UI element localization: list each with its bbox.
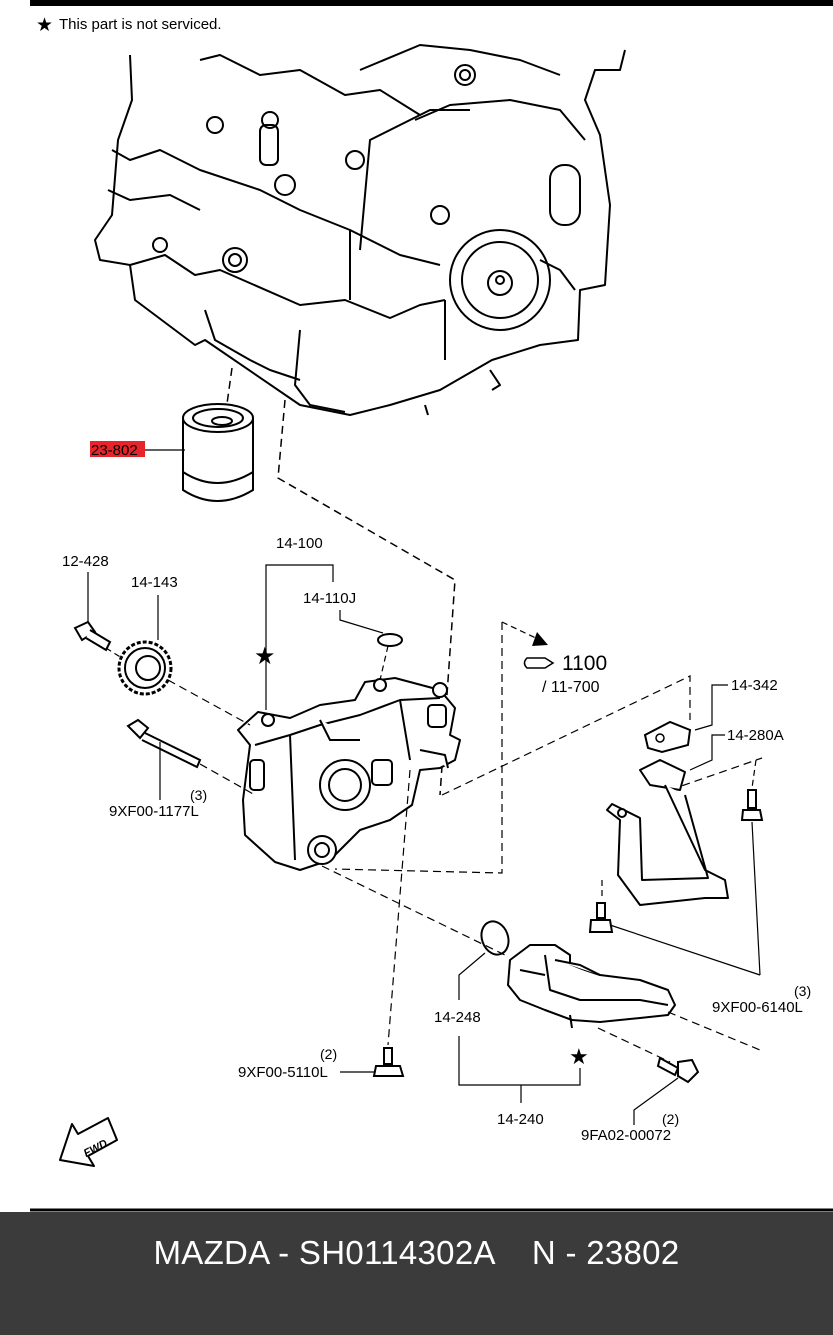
strainer-bolt-illustration bbox=[656, 1056, 700, 1084]
note-text: This part is not serviced. bbox=[59, 16, 222, 33]
oil-filter-illustration bbox=[182, 403, 254, 502]
pump-bolt-lower-illustration bbox=[372, 1047, 405, 1077]
ref-arrow-icon bbox=[532, 632, 548, 646]
ref-pointer-icon bbox=[523, 657, 555, 669]
strainer-bolt-callout[interactable]: 9FA02-00072 bbox=[581, 1127, 671, 1144]
oil-filter-callout[interactable]: 23-802 bbox=[91, 442, 138, 459]
strainer-callout[interactable]: 14-240 bbox=[497, 1111, 544, 1128]
long-bolt-callout[interactable]: 9XF00-1177L bbox=[109, 803, 199, 820]
footer-part-number: SH0114302A bbox=[298, 1234, 494, 1271]
pipe-bolt-qty: (3) bbox=[794, 983, 811, 999]
footer-bar: MAZDA - SH0114302A N - 23802 bbox=[0, 1212, 833, 1335]
strainer-bolt-qty: (2) bbox=[662, 1111, 679, 1127]
oil-filter-callout-highlight bbox=[90, 441, 145, 457]
footer-caption: MAZDA - SH0114302A N - 23802 bbox=[153, 1234, 680, 1271]
top-border bbox=[30, 0, 833, 6]
sprocket-callout[interactable]: 14-143 bbox=[131, 574, 178, 591]
pump-o-ring-illustration bbox=[377, 633, 403, 647]
gasket-14342-illustration bbox=[643, 720, 692, 754]
strainer-star-icon: ★ bbox=[569, 1044, 589, 1069]
pump-o-ring-callout[interactable]: 14-110J bbox=[303, 590, 356, 607]
ref-11700-label[interactable]: / 11-700 bbox=[542, 679, 600, 696]
sprocket-illustration bbox=[117, 640, 173, 696]
gasket-14280a-callout[interactable]: 14-280A bbox=[727, 727, 784, 744]
strainer-o-ring-illustration bbox=[480, 920, 510, 956]
pump-bolt-lower-callout[interactable]: 9XF00-5110L bbox=[238, 1064, 328, 1081]
fwd-arrow-icon: FWD bbox=[59, 1117, 118, 1167]
ref-1100-label[interactable]: 1100 bbox=[562, 652, 607, 675]
strainer-o-ring-callout[interactable]: 14-248 bbox=[434, 1009, 481, 1026]
footer-ref: N - 23802 bbox=[531, 1234, 680, 1271]
long-bolt-qty: (3) bbox=[190, 787, 207, 803]
engine-block-illustration bbox=[94, 44, 626, 416]
note-star-icon: ★ bbox=[36, 15, 53, 36]
oil-pipe-illustration bbox=[606, 759, 729, 906]
gasket-14342-callout[interactable]: 14-342 bbox=[731, 677, 778, 694]
bolt-12428-callout[interactable]: 12-428 bbox=[62, 553, 109, 570]
oil-strainer-illustration bbox=[507, 944, 676, 1029]
bolt-12428-illustration bbox=[73, 620, 112, 652]
oil-pump-illustration bbox=[237, 677, 461, 871]
pump-assy-callout[interactable]: 14-100 bbox=[276, 535, 323, 552]
parts-diagram: ★ This part is not serviced. bbox=[30, 0, 833, 1212]
footer-brand: MAZDA bbox=[153, 1234, 269, 1271]
pipe-bolt-callout[interactable]: 9XF00-6140L bbox=[712, 999, 803, 1016]
long-bolt-illustration bbox=[126, 718, 202, 769]
pump-bolt-lower-qty: (2) bbox=[320, 1046, 337, 1062]
pipe-bolt-illustration bbox=[588, 789, 764, 933]
pump-star-icon: ★ bbox=[254, 643, 276, 670]
